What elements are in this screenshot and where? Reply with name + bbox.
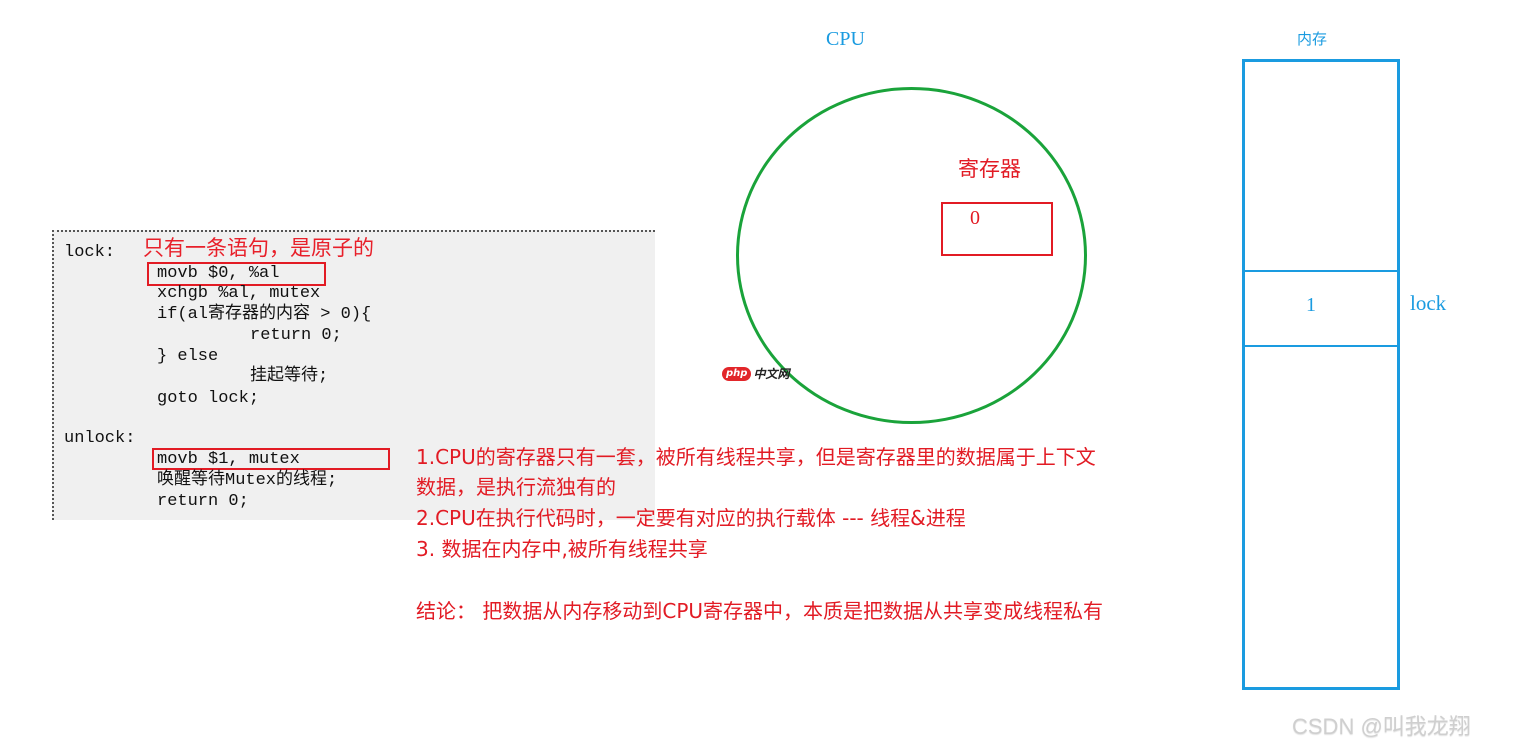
- memory-column: [1242, 59, 1400, 690]
- cpu-circle: [736, 87, 1087, 424]
- code-line-wake-threads: 唤醒等待Mutex的线程;: [157, 471, 338, 490]
- atomic-highlight-box-lock: [147, 262, 326, 286]
- code-line-xchgb: xchgb %al, mutex: [157, 284, 321, 303]
- code-line-return-0-b: return 0;: [157, 492, 249, 511]
- code-line-lock-label: lock:: [64, 243, 116, 262]
- cpu-label: CPU: [826, 28, 865, 50]
- php-cn-text: 中文网: [753, 367, 790, 381]
- code-line-suspend-wait: 挂起等待;: [250, 367, 329, 386]
- memory-cell-divider-bottom: [1242, 345, 1400, 347]
- code-line-unlock-label: unlock:: [64, 429, 136, 448]
- memory-cell-divider-top: [1242, 270, 1400, 272]
- note-1-line-1: 1.CPU的寄存器只有一套，被所有线程共享，但是寄存器里的数据属于上下文: [416, 445, 1096, 469]
- memory-label: 内存: [1297, 30, 1328, 48]
- memory-lock-value: 1: [1306, 294, 1316, 316]
- code-line-return-0-a: return 0;: [250, 326, 342, 345]
- register-label: 寄存器: [958, 157, 1021, 181]
- atomic-annotation: 只有一条语句，是原子的: [143, 236, 374, 260]
- atomic-highlight-box-unlock: [152, 448, 390, 470]
- code-line-goto-lock: goto lock;: [157, 389, 260, 408]
- conclusion: 结论： 把数据从内存移动到CPU寄存器中，本质是把数据从共享变成线程私有: [416, 599, 1104, 623]
- assembly-code-panel: [52, 230, 655, 520]
- note-1-line-2: 数据，是执行流独有的: [416, 475, 616, 499]
- memory-lock-name: lock: [1410, 291, 1447, 315]
- php-logo-icon: php: [722, 367, 752, 381]
- note-2: 2.CPU在执行代码时，一定要有对应的执行载体 --- 线程&进程: [416, 506, 966, 530]
- note-3: 3. 数据在内存中,被所有线程共享: [416, 537, 708, 561]
- register-value: 0: [970, 207, 980, 229]
- code-line-if: if(al寄存器的内容 > 0){: [157, 305, 372, 324]
- register-box: [941, 202, 1053, 256]
- php-cn-watermark: php 中文网: [722, 367, 789, 381]
- csdn-watermark: CSDN @叫我龙翔: [1292, 714, 1471, 739]
- code-line-movb-al: movb $0, %al: [157, 264, 280, 283]
- code-line-else: } else: [157, 347, 219, 366]
- code-line-movb-mutex: movb $1, mutex: [157, 450, 300, 469]
